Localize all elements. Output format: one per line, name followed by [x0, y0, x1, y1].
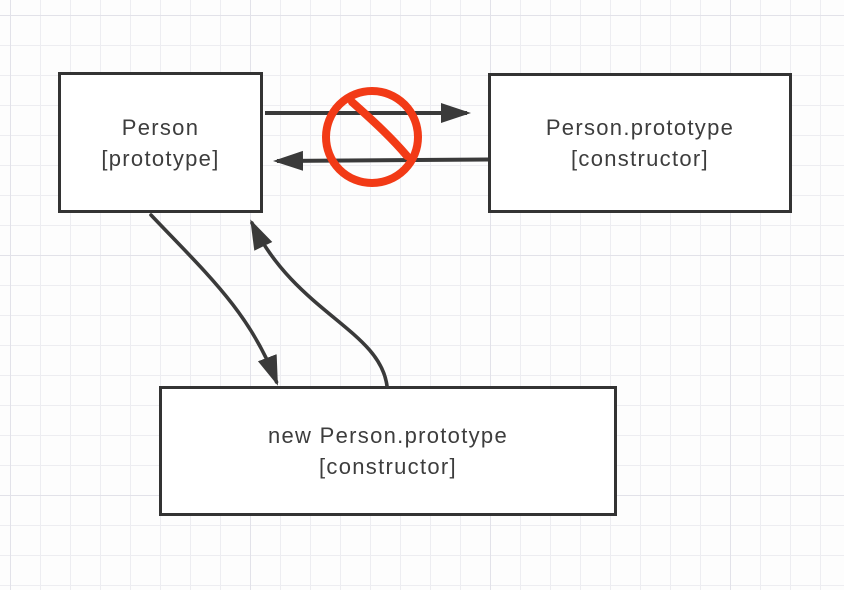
node-person-prototype-subtitle: [constructor] [571, 146, 709, 171]
node-person-prototype-title: Person.prototype [545, 115, 735, 140]
prohibition-icon[interactable] [322, 87, 422, 187]
curved-arrow-new-instance-to-person[interactable] [250, 219, 389, 388]
node-person-subtitle: [prototype] [101, 145, 220, 171]
node-person-title: Person [121, 114, 200, 140]
node-new-person-prototype[interactable]: new Person.prototype [constructor] [159, 386, 617, 516]
node-person-prototype[interactable]: Person.prototype [constructor] [488, 73, 792, 213]
node-new-person-prototype-title: new Person.prototype [267, 423, 509, 448]
arrow-prototype-to-person[interactable] [273, 150, 489, 171]
node-new-person-prototype-subtitle: [constructor] [319, 454, 457, 479]
curved-arrow-person-to-new-instance[interactable] [149, 213, 279, 386]
node-person[interactable]: Person [prototype] [58, 72, 263, 213]
